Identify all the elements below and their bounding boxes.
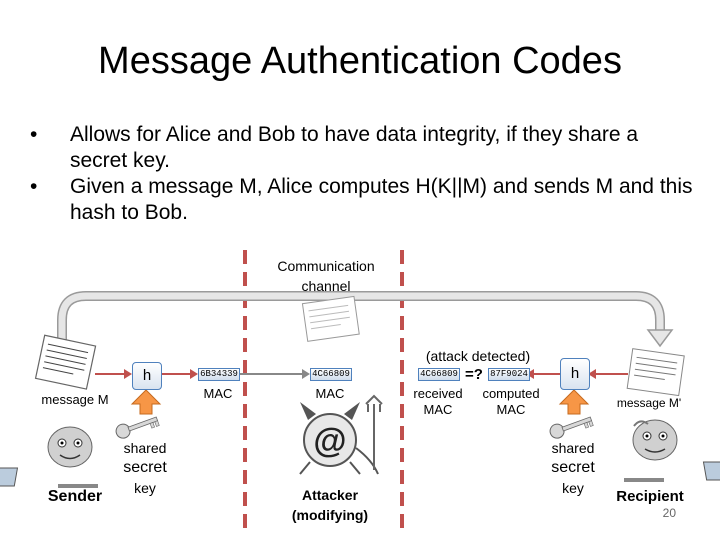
channel-arrowhead xyxy=(646,329,674,348)
shared-key-label-line: key xyxy=(562,480,584,496)
recipient-label: Recipient xyxy=(616,488,684,505)
hash-function-box: h xyxy=(560,358,590,390)
channel-label-line: channel xyxy=(301,278,351,294)
shared-key-label: shared secret key xyxy=(538,438,608,498)
message-prime-label: message M' xyxy=(616,396,682,410)
bullet-dot: • xyxy=(30,123,38,146)
attacker-label-line: Attacker xyxy=(301,487,359,503)
bullet-item: • Given a message M, Alice computes H(K|… xyxy=(30,174,700,226)
attacker-icon: @ xyxy=(299,394,383,475)
attacker-label: Attacker (modifying) xyxy=(270,485,390,525)
shared-key-label-line: secret xyxy=(551,459,595,476)
flow-arrowhead xyxy=(124,369,132,379)
bullet-list: • Allows for Alice and Bob to have data … xyxy=(30,122,700,226)
key-arrow-up-icon xyxy=(558,389,590,415)
shared-key-label-line: key xyxy=(134,480,156,496)
shared-key-label: shared secret key xyxy=(110,438,180,498)
channel-label-line: Communication xyxy=(277,258,375,274)
computed-mac-label-line: computed xyxy=(482,386,540,401)
message-document-icon xyxy=(34,334,97,390)
bullet-dot: • xyxy=(30,175,38,198)
computed-mac-box: 87F9024 xyxy=(488,368,530,381)
bullet-text: Given a message M, Alice computes H(K||M… xyxy=(70,175,693,224)
channel-arrow xyxy=(58,292,664,360)
message-label: message M xyxy=(41,392,109,407)
shared-key-label-line: shared xyxy=(551,440,595,456)
received-mac-label-line: MAC xyxy=(423,402,453,417)
key-icon xyxy=(549,416,594,439)
received-mac-box: 4C66809 xyxy=(418,368,460,381)
mac-value-box: 4C66809 xyxy=(310,368,352,381)
hash-function-box: h xyxy=(132,362,162,390)
slide-title: Message Authentication Codes xyxy=(98,40,622,82)
computed-mac-label: computed MAC xyxy=(476,386,546,418)
flow-arrowhead xyxy=(526,369,534,379)
key-icon xyxy=(115,416,160,439)
bullet-text: Allows for Alice and Bob to have data in… xyxy=(70,123,639,172)
svg-text:@: @ xyxy=(313,422,346,460)
message-document-icon xyxy=(626,348,685,397)
sender-label: Sender xyxy=(47,488,103,505)
flow-arrowhead xyxy=(302,369,310,379)
page-number: 20 xyxy=(662,506,676,520)
mac-value-box: 6B34339 xyxy=(198,368,240,381)
compare-symbol: =? xyxy=(465,366,483,383)
mac-label: MAC xyxy=(203,386,233,401)
channel-arrow-outline xyxy=(57,291,665,360)
received-mac-label-line: received xyxy=(413,386,463,401)
document-icon xyxy=(301,295,360,342)
mac-label: MAC xyxy=(315,386,345,401)
shared-key-label-line: shared xyxy=(123,440,167,456)
sender-person-icon xyxy=(0,426,98,488)
attack-detected-label: (attack detected) xyxy=(425,348,531,364)
key-arrow-up-icon xyxy=(130,389,162,415)
flow-arrowhead xyxy=(190,369,198,379)
received-mac-label: received MAC xyxy=(408,386,468,418)
shared-key-label-line: secret xyxy=(123,459,167,476)
attacker-label-line: (modifying) xyxy=(291,507,369,523)
bullet-item: • Allows for Alice and Bob to have data … xyxy=(30,122,700,174)
channel-label: Communication channel xyxy=(258,256,394,296)
recipient-person-icon xyxy=(624,419,720,482)
flow-arrowhead xyxy=(588,369,596,379)
computed-mac-label-line: MAC xyxy=(496,402,526,417)
